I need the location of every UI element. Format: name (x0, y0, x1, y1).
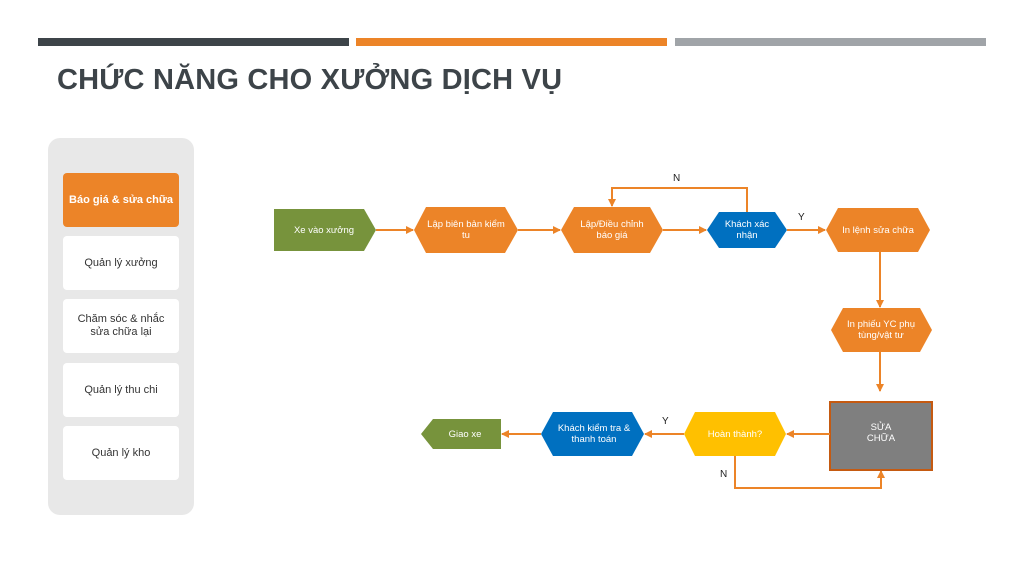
node-customer-confirm-label: Khách xác nhận (724, 219, 770, 241)
node-repair-label: SỬA CHỮA (866, 422, 896, 444)
node-print-order-label: In lệnh sửa chữa (842, 224, 914, 236)
node-inspection-label: Lập biên bản kiểm tu (427, 219, 505, 241)
node-print-request-shape (831, 308, 932, 352)
top-bar-orange (356, 38, 667, 46)
node-deliver-label: Giao xe (448, 428, 482, 440)
node-print-request-label: In phiếu YC phụ tùng/vật tư (847, 319, 915, 341)
node-print-order-shape (826, 208, 930, 252)
page-title: CHỨC NĂNG CHO XƯỞNG DỊCH VỤ (57, 64, 563, 96)
branch-no-top: N (673, 173, 681, 184)
branch-yes-done: Y (662, 416, 669, 427)
top-bar-gray (675, 38, 986, 46)
arrow-confirm-no-loop (608, 187, 748, 212)
node-car-in-label: Xe vào xưởng (293, 224, 355, 236)
sidebar-item-care-reminder[interactable]: Chăm sóc & nhắc sửa chữa lại (63, 299, 179, 353)
node-repair-shape (829, 401, 933, 471)
sidebar-item-workshop[interactable]: Quản lý xưởng (63, 236, 179, 290)
node-customer-confirm-shape (707, 212, 787, 248)
top-bar-dark (38, 38, 349, 46)
branch-no-bottom: N (720, 469, 728, 480)
sidebar-item-warehouse[interactable]: Quản lý kho (63, 426, 179, 480)
sidebar-item-quote-repair[interactable]: Báo giá & sửa chữa (63, 173, 179, 227)
sidebar-item-finance[interactable]: Quản lý thu chi (63, 363, 179, 417)
node-done-decision-shape (684, 412, 786, 456)
node-inspection-shape (414, 207, 518, 253)
node-quote-label: Lập/Điều chỉnh báo giá (580, 219, 644, 241)
node-customer-check-label: Khách kiểm tra & thanh toán (557, 423, 631, 445)
node-customer-check-shape (541, 412, 644, 456)
node-car-in-shape (274, 209, 376, 251)
node-quote-shape (561, 207, 663, 253)
branch-yes-confirm: Y (798, 212, 805, 223)
node-deliver-shape (421, 419, 501, 449)
node-done-decision-label: Hoàn thành? (707, 428, 763, 440)
sidebar: Báo giá & sửa chữa Quản lý xưởng Chăm só… (48, 138, 194, 515)
arrow-done-no-loop (734, 456, 885, 489)
